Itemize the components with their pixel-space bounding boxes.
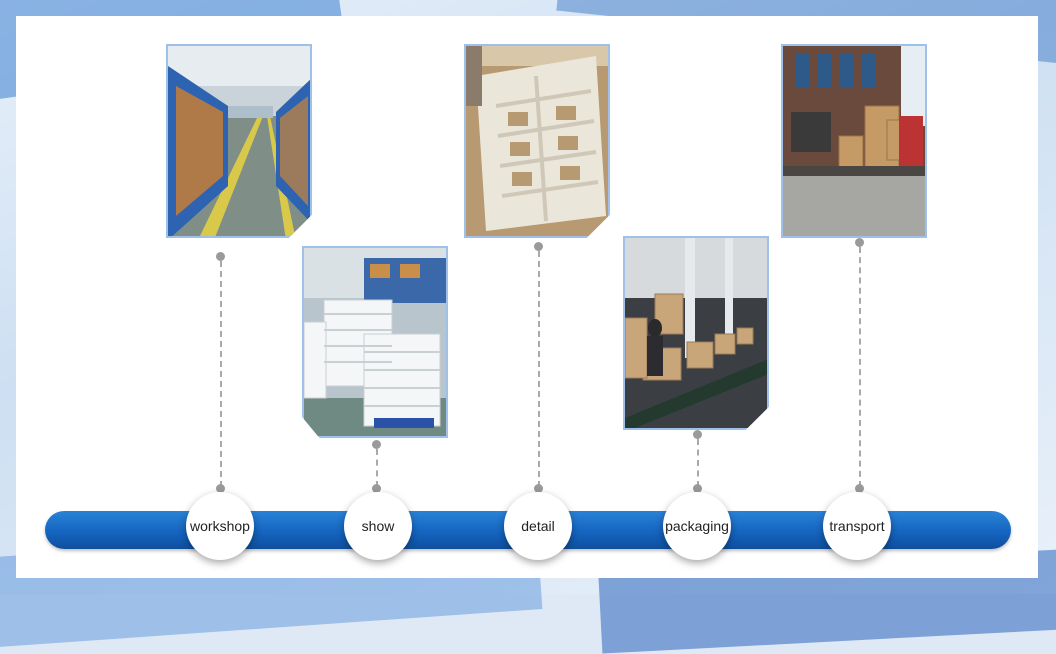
connector-dot [693,430,702,439]
warehouse-shelving-photo [166,44,312,238]
timeline-node-show[interactable]: show [344,492,412,560]
packaging-line-photo [623,236,769,430]
connector-dot [216,484,225,493]
connector-dot [534,484,543,493]
frame-detail-in-box-photo [464,44,610,238]
stacked-white-frames-photo [302,246,448,438]
connector-dot [855,238,864,247]
connector-dot [534,242,543,251]
connector-line [376,449,378,487]
connector-line [538,251,540,487]
timeline-node-workshop[interactable]: workshop [186,492,254,560]
connector-dot [372,440,381,449]
timeline-node-label: packaging [665,518,729,534]
timeline-node-label: workshop [190,518,250,534]
timeline-node-transport[interactable]: transport [823,492,891,560]
timeline-node-label: transport [829,518,885,534]
connector-dot [372,484,381,493]
timeline-node-label: show [361,518,395,534]
connector-line [859,247,861,487]
timeline-node-detail[interactable]: detail [504,492,572,560]
connector-dot [216,252,225,261]
connector-line [220,261,222,487]
connector-dot [855,484,864,493]
connector-dot [693,484,702,493]
timeline-node-label: detail [521,518,555,534]
connector-line [697,439,699,487]
timeline-node-packaging[interactable]: packaging [663,492,731,560]
truck-loading-photo [781,44,927,238]
